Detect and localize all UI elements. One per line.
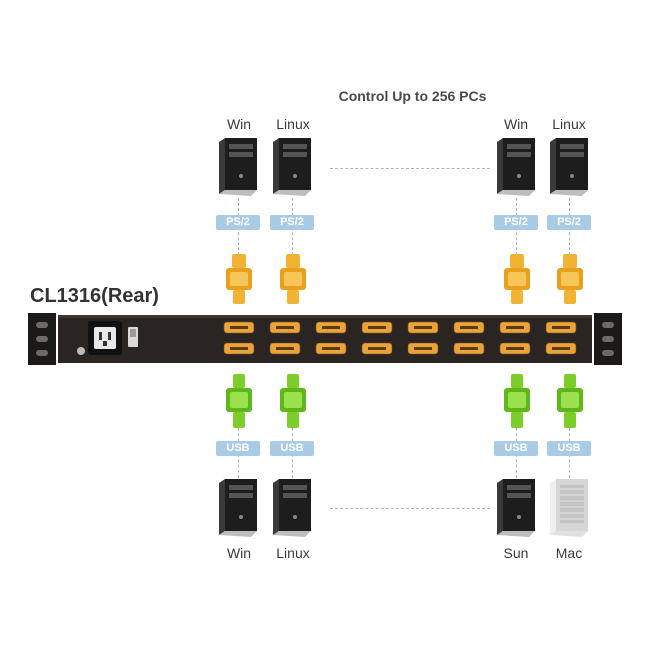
usb-connector-icon — [504, 374, 530, 428]
bottom-os-label-4: Mac — [555, 545, 583, 561]
top-continuation-line — [330, 168, 490, 169]
ps2-connector-icon — [226, 254, 252, 304]
port-tag-usb: USB — [216, 441, 260, 456]
mac-pro-tower-icon — [550, 479, 588, 537]
top-os-label-3: Win — [503, 116, 529, 132]
port-tag-usb: USB — [547, 441, 591, 456]
top-os-label-4: Linux — [552, 116, 586, 132]
usb-connector-icon — [226, 374, 252, 428]
port-tag-ps2: PS/2 — [216, 215, 260, 230]
device-model-label: CL1316(Rear) — [30, 285, 159, 307]
pc-tower-icon — [550, 138, 588, 196]
pc-tower-icon — [497, 138, 535, 196]
bottom-continuation-line — [330, 508, 490, 509]
pc-tower-icon — [273, 479, 311, 537]
usb-connector-icon — [280, 374, 306, 428]
ps2-connector-icon — [557, 254, 583, 304]
pc-tower-icon — [219, 479, 257, 537]
bottom-os-label-2: Linux — [276, 545, 310, 561]
port-tag-ps2: PS/2 — [494, 215, 538, 230]
port-tag-ps2: PS/2 — [270, 215, 314, 230]
kvm-rack-rear-panel — [28, 313, 622, 365]
top-os-label-1: Win — [226, 116, 252, 132]
pc-tower-icon — [219, 138, 257, 196]
ps2-connector-icon — [280, 254, 306, 304]
pc-tower-icon — [273, 138, 311, 196]
top-os-label-2: Linux — [276, 116, 310, 132]
diagram-title: Control Up to 256 PCs — [338, 88, 487, 104]
bottom-os-label-3: Sun — [503, 545, 529, 561]
pc-tower-icon — [497, 479, 535, 537]
port-tag-usb: USB — [494, 441, 538, 456]
usb-connector-icon — [557, 374, 583, 428]
port-tag-ps2: PS/2 — [547, 215, 591, 230]
ps2-connector-icon — [504, 254, 530, 304]
port-tag-usb: USB — [270, 441, 314, 456]
bottom-os-label-1: Win — [226, 545, 252, 561]
